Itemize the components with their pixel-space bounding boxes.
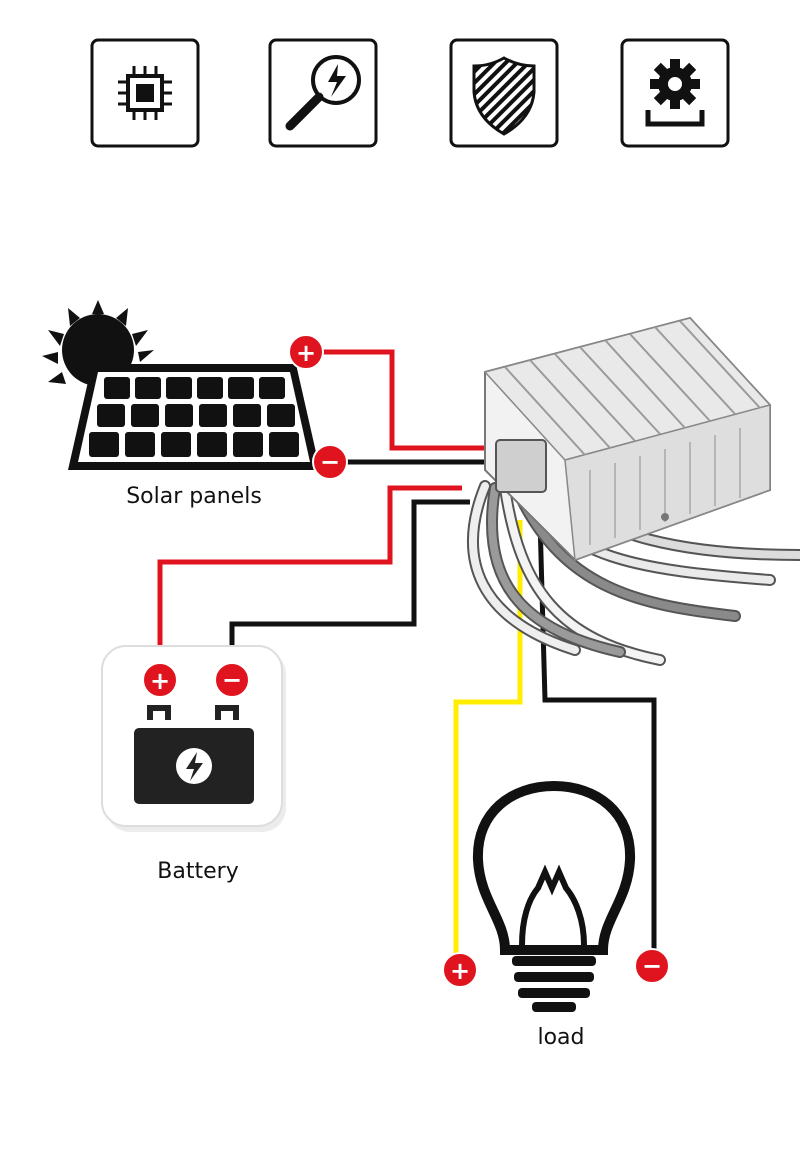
battery bbox=[101, 645, 286, 832]
bolt-icon bbox=[186, 752, 203, 781]
battery-positive-wire bbox=[157, 485, 462, 662]
load-label: load bbox=[537, 1025, 584, 1050]
solar-negative-terminal: − bbox=[312, 444, 348, 480]
solar-positive-terminal: + bbox=[288, 334, 324, 370]
load-negative-wire bbox=[537, 519, 657, 950]
wires bbox=[157, 349, 657, 960]
battery-negative-wire bbox=[229, 499, 470, 662]
svg-text:−: − bbox=[222, 666, 242, 694]
svg-text:−: − bbox=[320, 448, 340, 476]
svg-text:+: + bbox=[296, 339, 316, 367]
svg-text:−: − bbox=[642, 952, 662, 980]
icon-row bbox=[90, 38, 730, 148]
battery-label: Battery bbox=[157, 859, 238, 884]
shield-icon bbox=[449, 38, 559, 148]
load-negative-terminal: − bbox=[634, 948, 670, 984]
solar-positive-wire bbox=[320, 349, 505, 451]
magnifier-bolt-icon bbox=[268, 38, 378, 148]
panel-cells bbox=[89, 377, 299, 457]
chip-icon bbox=[90, 38, 200, 148]
battery-positive-terminal: + bbox=[142, 662, 178, 698]
controller-device bbox=[467, 316, 800, 666]
battery-negative-terminal: − bbox=[214, 662, 250, 698]
gear-install-icon bbox=[620, 38, 730, 148]
solar-panel bbox=[42, 300, 320, 470]
load-positive-terminal: + bbox=[442, 952, 478, 988]
bulb-icon bbox=[472, 780, 636, 1012]
svg-text:+: + bbox=[150, 667, 170, 695]
svg-text:+: + bbox=[450, 957, 470, 985]
solar-panels-label: Solar panels bbox=[126, 484, 262, 509]
